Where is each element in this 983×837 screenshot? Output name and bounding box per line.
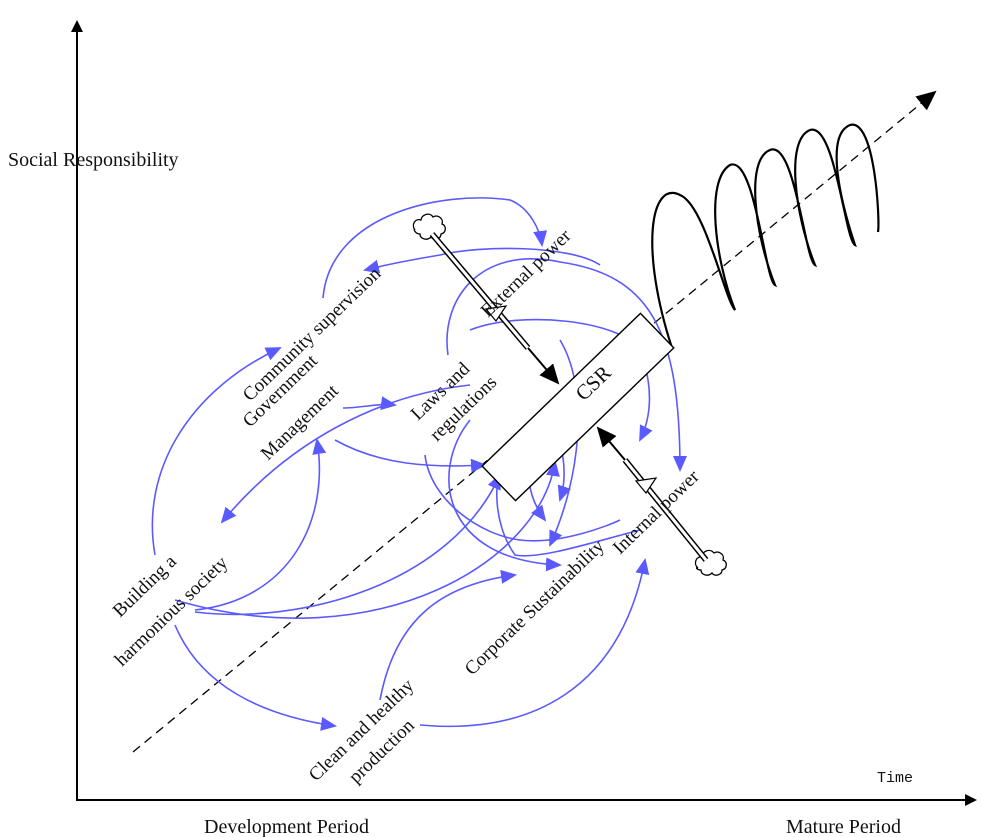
cloud-icon-top	[412, 213, 446, 240]
valve-bottom	[634, 477, 658, 495]
external-power-label: External power	[477, 225, 576, 322]
spiral-icon	[651, 123, 880, 349]
internal-power-flow	[596, 426, 727, 576]
causal-links	[151, 197, 687, 731]
x-axis-label: Time	[877, 770, 913, 787]
external-power-flow	[412, 213, 560, 385]
csr-stock: CSR	[481, 312, 675, 502]
development-period-label: Development Period	[204, 816, 369, 837]
corporate-sustainability-label: Corporate Sustainability	[461, 535, 609, 679]
valve-top	[484, 305, 508, 323]
community-supervision-label: Community supervision	[239, 263, 386, 406]
trend-arrow	[132, 90, 937, 753]
y-axis-label: Social Responsibility	[8, 149, 179, 171]
mature-period-label: Mature Period	[786, 816, 901, 837]
